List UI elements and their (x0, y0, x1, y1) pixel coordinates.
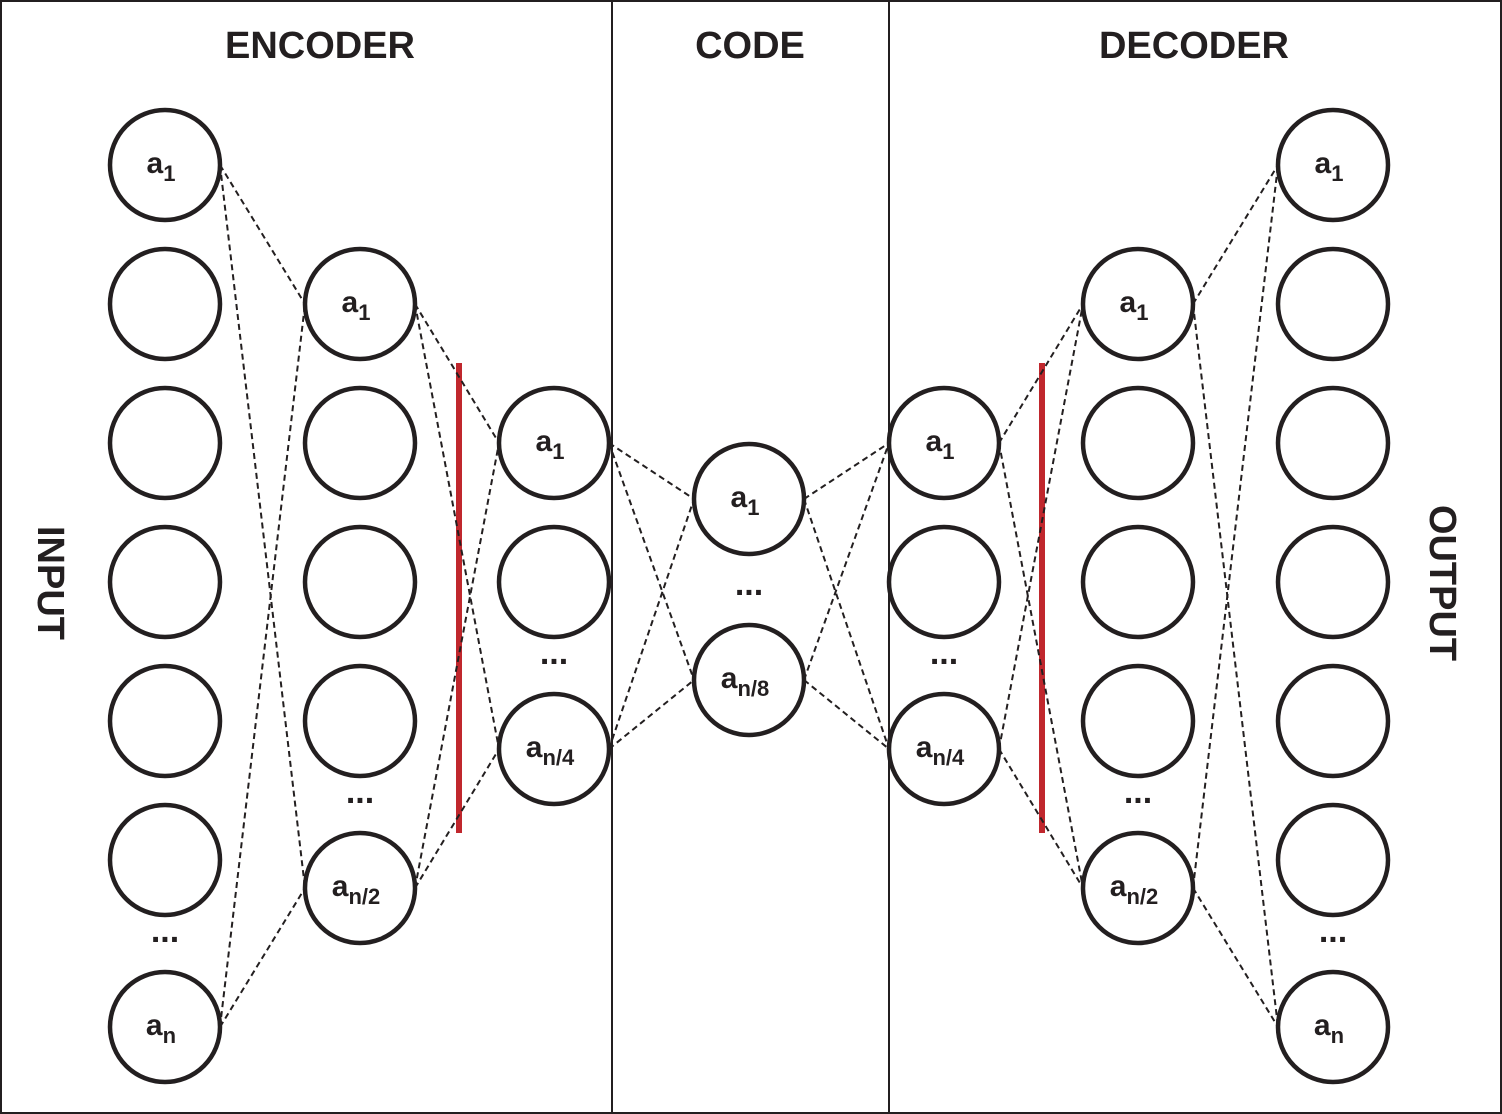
neuron-node (1080, 246, 1196, 362)
layer-code: a1 an/8 (691, 441, 807, 738)
neuron-node (496, 524, 612, 640)
edge-dec-hidden-2-to-dec-output (1192, 164, 1279, 889)
neuron-label-an8: an/8 (721, 662, 769, 701)
neuron-node (1275, 969, 1391, 1085)
neuron-node (1275, 802, 1391, 918)
edge-dec-hidden-1-to-dec-hidden-2 (998, 303, 1084, 444)
neuron-node (1275, 524, 1391, 640)
decoder-title: DECODER (1099, 25, 1289, 67)
neuron-node (1080, 385, 1196, 501)
neuron-label-an2: an/2 (1110, 870, 1158, 909)
dec-hidden-1-ellipsis: ... (930, 634, 958, 672)
neuron-node (1080, 524, 1196, 640)
neuron-node (107, 385, 223, 501)
neuron-node (886, 385, 1002, 501)
edge-enc-input-to-enc-hidden-1 (219, 164, 306, 305)
neuron-node (496, 691, 612, 807)
neuron-label-a1: a1 (1120, 286, 1149, 325)
neuron-node (107, 802, 223, 918)
neuron-node (302, 830, 418, 946)
enc-hidden-1-ellipsis: ... (346, 773, 374, 811)
edge-enc-input-to-enc-hidden-1 (219, 164, 306, 889)
edge-code-to-dec-hidden-1 (803, 498, 890, 750)
neuron-node (1080, 663, 1196, 779)
edge-dec-hidden-1-to-dec-hidden-2 (998, 303, 1084, 750)
edge-enc-hidden-1-to-enc-hidden-2 (414, 748, 500, 889)
edge-dec-hidden-1-to-dec-hidden-2 (998, 442, 1084, 889)
input-label: INPUT (29, 526, 71, 640)
edge-enc-hidden-1-to-enc-hidden-2 (414, 303, 500, 444)
edge-code-to-dec-hidden-1 (803, 442, 890, 681)
edge-dec-hidden-2-to-dec-output (1192, 887, 1279, 1028)
ellipsis-markers: ..................... (151, 565, 1347, 950)
layer-dec-hidden-1: a1 an/4 (886, 385, 1002, 807)
neuron-node (1275, 246, 1391, 362)
edge-enc-hidden-2-to-code (608, 679, 695, 750)
neuron-node (1275, 663, 1391, 779)
edge-enc-input-to-enc-hidden-1 (219, 303, 306, 1028)
edge-dec-hidden-2-to-dec-output (1192, 303, 1279, 1028)
neuron-node (691, 622, 807, 738)
output-label: OUTPUT (1421, 505, 1463, 661)
connection-edges (219, 164, 1279, 1028)
neuron-label-a1: a1 (1315, 147, 1344, 186)
neuron-label-a1: a1 (342, 286, 371, 325)
neuron-node (302, 524, 418, 640)
neuron-label-a1: a1 (536, 425, 565, 464)
edge-dec-hidden-2-to-dec-output (1192, 164, 1279, 305)
neuron-node (107, 524, 223, 640)
neuron-label-an: an (1314, 1009, 1344, 1048)
neuron-node (886, 524, 1002, 640)
neuron-node (496, 385, 612, 501)
neuron-node (1275, 385, 1391, 501)
edge-code-to-dec-hidden-1 (803, 679, 890, 750)
edge-enc-hidden-2-to-code (608, 442, 695, 500)
layer-dec-output: a1 an (1275, 107, 1391, 1085)
neuron-node (1275, 107, 1391, 223)
neuron-label-an4: an/4 (526, 731, 575, 770)
neuron-label-a1: a1 (926, 425, 955, 464)
enc-hidden-2-ellipsis: ... (540, 634, 568, 672)
layer-enc-input: a1 an (107, 107, 223, 1085)
code-ellipsis: ... (735, 565, 763, 603)
enc-input-ellipsis: ... (151, 912, 179, 950)
neuron-node (107, 663, 223, 779)
neuron-node (691, 441, 807, 557)
edge-enc-hidden-1-to-enc-hidden-2 (414, 442, 500, 889)
edge-enc-hidden-1-to-enc-hidden-2 (414, 303, 500, 750)
neuron-label-an: an (146, 1009, 176, 1048)
layer-dec-hidden-2: a1 an/2 (1080, 246, 1196, 946)
neuron-node (107, 107, 223, 223)
edge-dec-hidden-1-to-dec-hidden-2 (998, 748, 1084, 889)
code-title: CODE (695, 25, 805, 67)
neuron-node (302, 385, 418, 501)
dec-hidden-2-ellipsis: ... (1124, 773, 1152, 811)
neuron-node (302, 663, 418, 779)
edge-enc-input-to-enc-hidden-1 (219, 887, 306, 1028)
neuron-label-an4: an/4 (916, 731, 965, 770)
neuron-node (1080, 830, 1196, 946)
neuron-node (302, 246, 418, 362)
layer-enc-hidden-2: a1 an/4 (496, 385, 612, 807)
neuron-node (886, 691, 1002, 807)
neuron-label-a1: a1 (731, 481, 760, 520)
edge-enc-hidden-2-to-code (608, 442, 695, 681)
edge-enc-hidden-2-to-code (608, 498, 695, 750)
neuron-label-a1: a1 (147, 147, 176, 186)
neuron-node (107, 969, 223, 1085)
dec-output-ellipsis: ... (1319, 912, 1347, 950)
neuron-label-an2: an/2 (332, 870, 380, 909)
neuron-node (107, 246, 223, 362)
edge-code-to-dec-hidden-1 (803, 442, 890, 500)
neuron-layers: a1 an a1 an/2 a1 an/4 a1 an/8 a1 an/4 a1 an/2 a1 an (107, 107, 1391, 1085)
layer-enc-hidden-1: a1 an/2 (302, 246, 418, 946)
encoder-title: ENCODER (225, 25, 415, 67)
